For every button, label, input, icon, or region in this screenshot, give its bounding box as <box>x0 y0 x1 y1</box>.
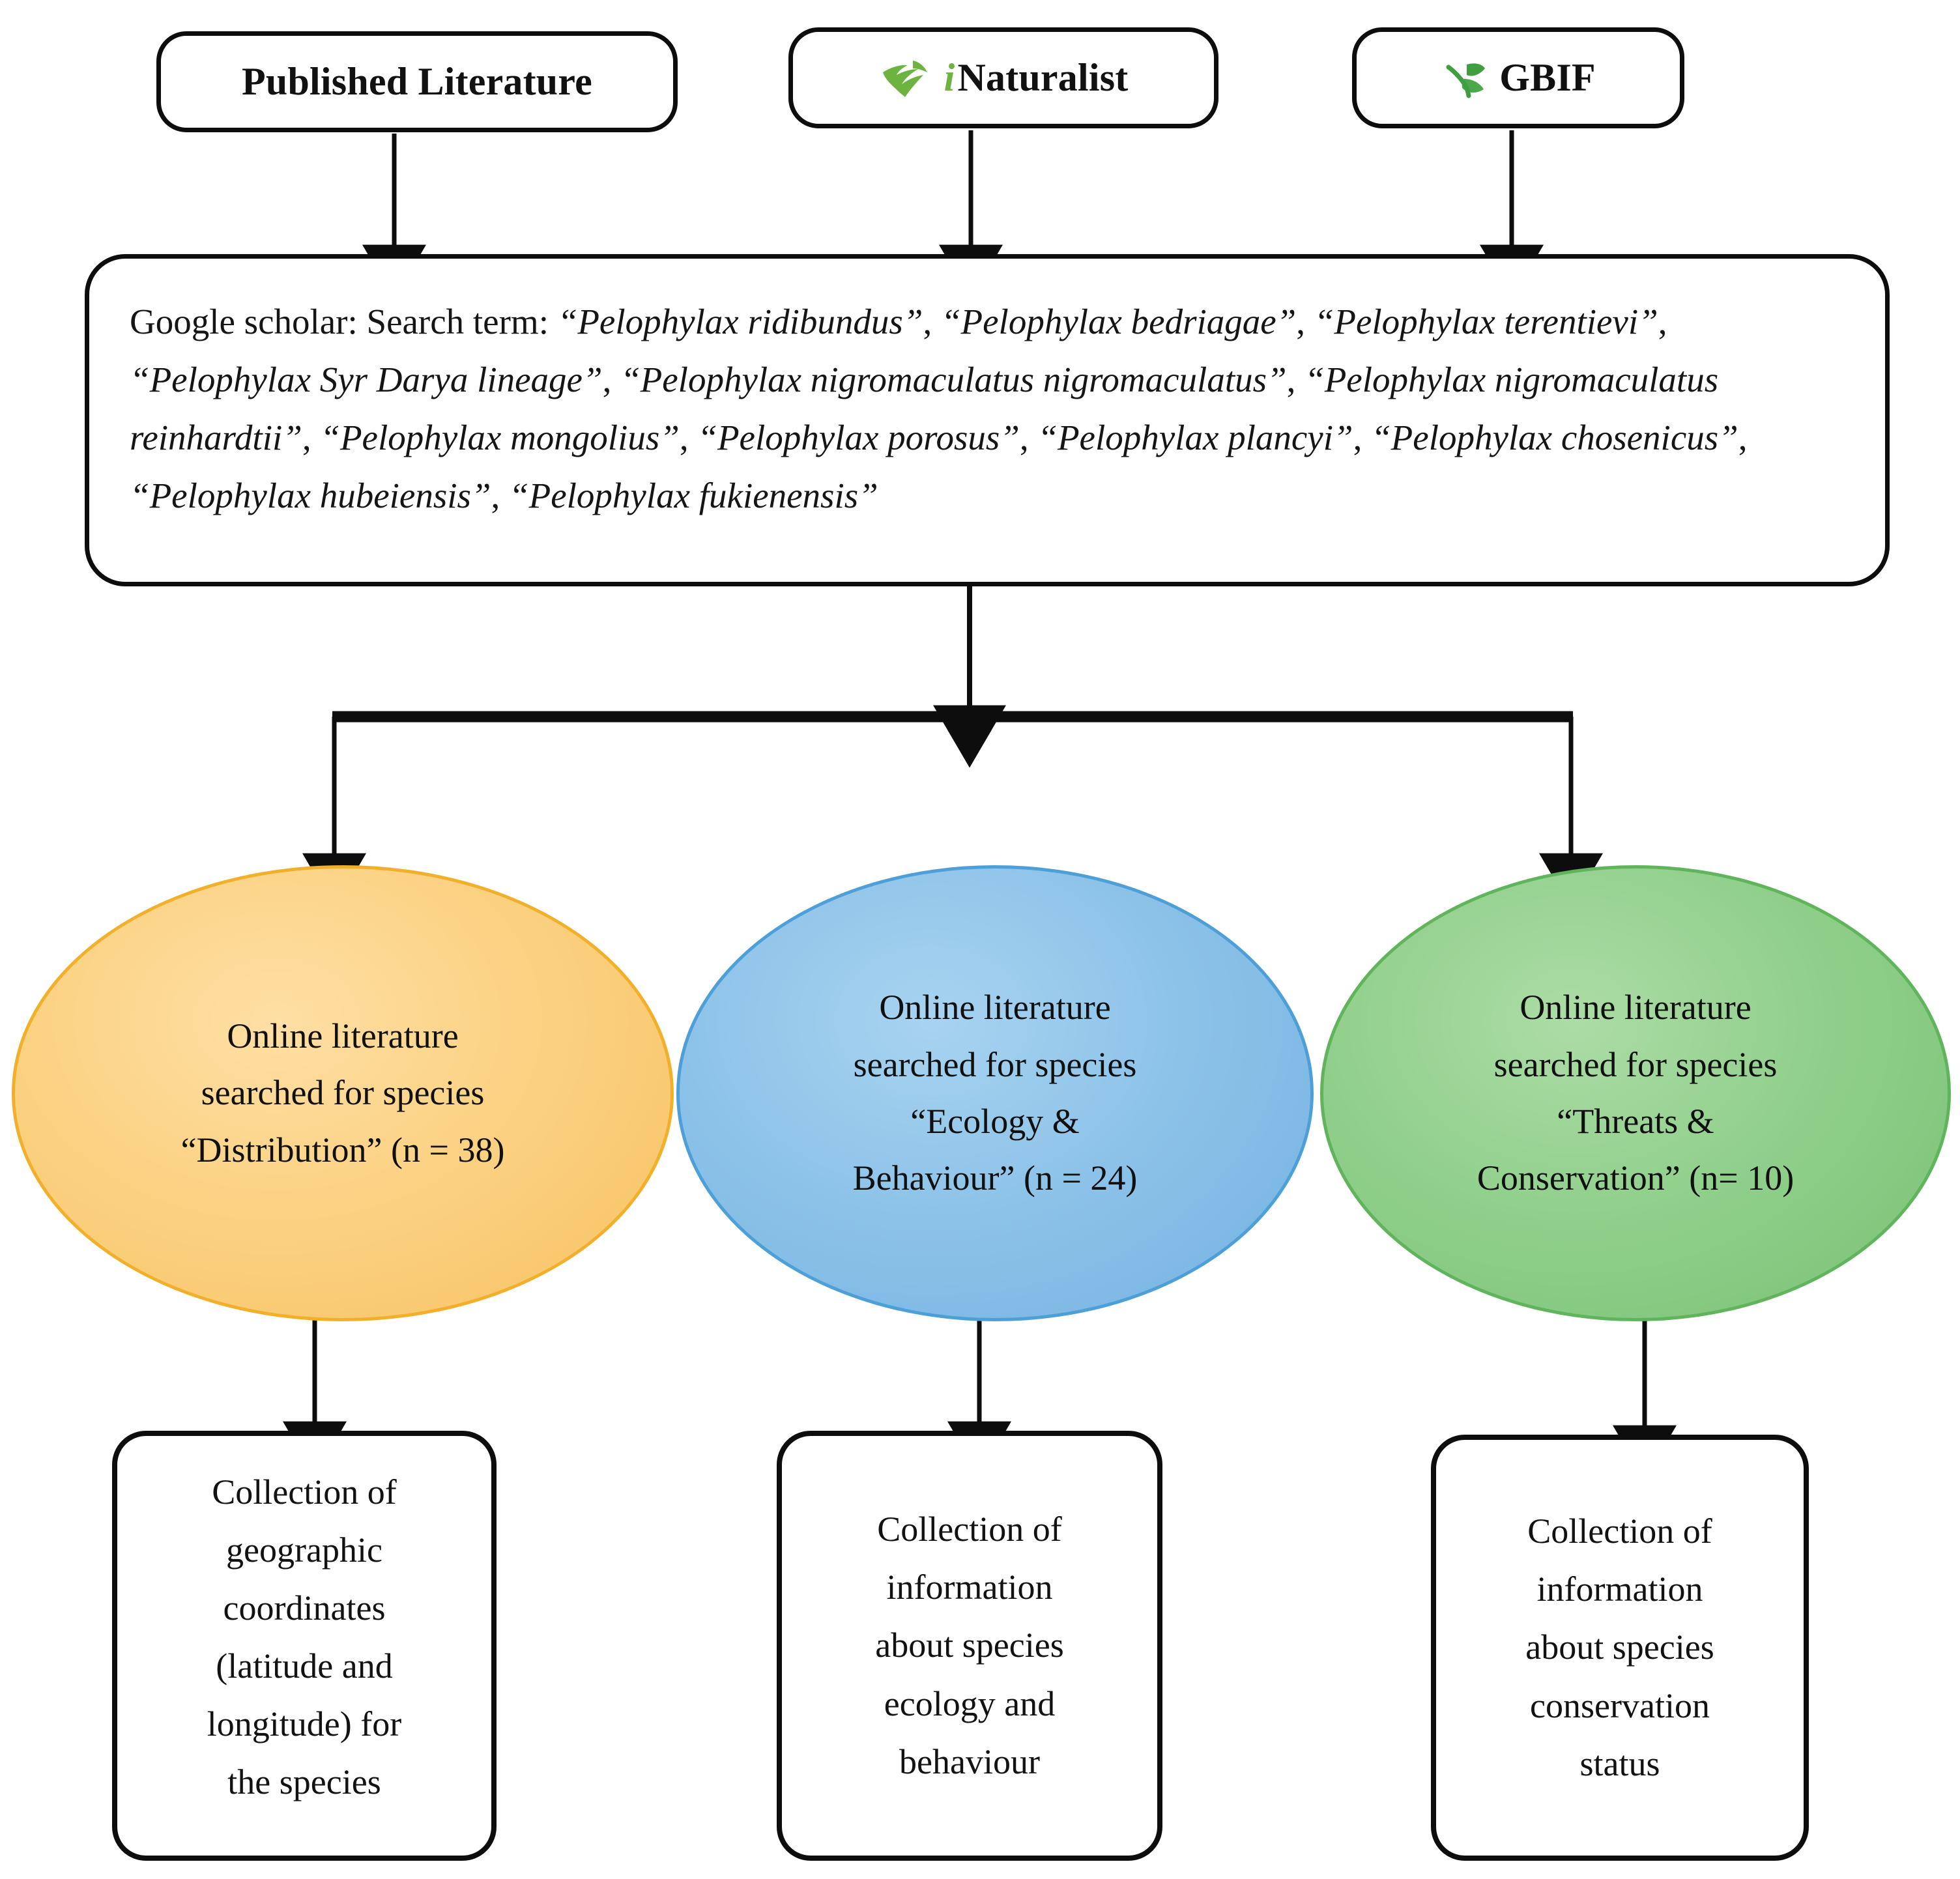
source-box-published-literature[interactable]: Published Literature <box>156 31 678 132</box>
source-label-inaturalist: Naturalist <box>957 56 1129 99</box>
search-term-box[interactable]: Google scholar: Search term: “Pelophylax… <box>85 254 1890 586</box>
source-label-published-literature: Published Literature <box>242 60 592 103</box>
source-label-inaturalist-prefix: i <box>944 56 955 99</box>
source-label-gbif: GBIF <box>1499 56 1596 99</box>
search-term-text: Google scholar: Search term: “Pelophylax… <box>130 302 1748 516</box>
source-box-gbif[interactable]: GBIF <box>1352 27 1684 128</box>
bird-icon <box>879 55 935 101</box>
sprout-icon <box>1441 55 1490 101</box>
source-box-inaturalist[interactable]: i Naturalist <box>788 27 1218 128</box>
